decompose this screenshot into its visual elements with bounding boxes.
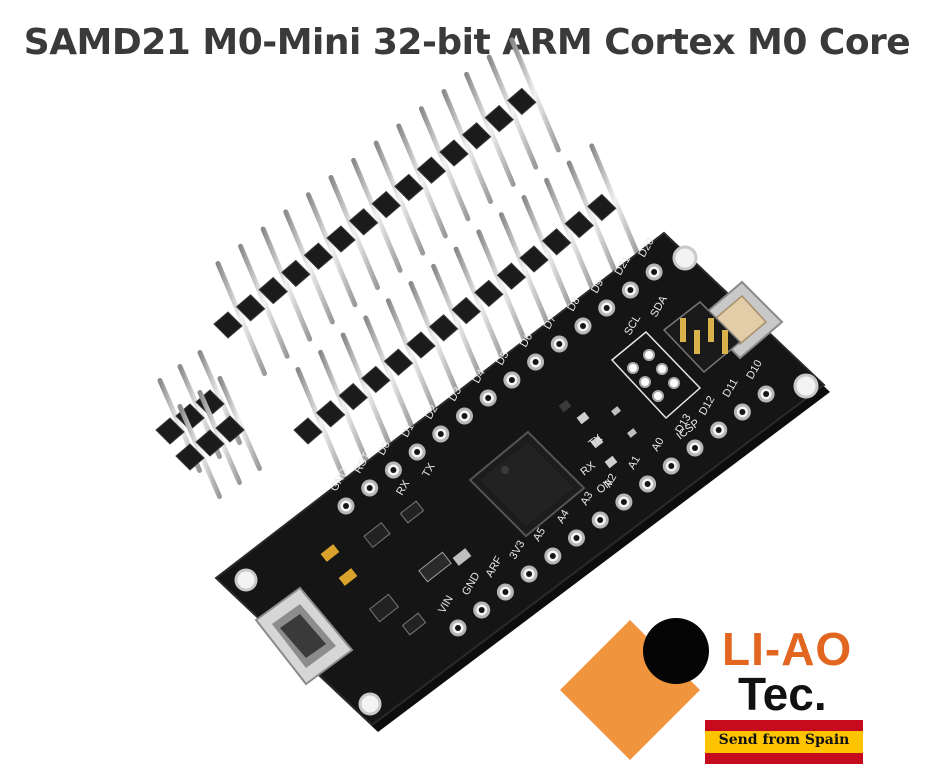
header-pin [519,195,573,310]
header-pin [281,209,335,325]
mounting-hole [234,568,258,592]
header-pin [213,261,267,376]
header-pin [348,157,403,273]
header-pin [484,54,539,170]
header-pin [461,71,516,187]
pin-header-long-bottom [293,143,641,482]
header-pin [428,263,483,379]
pin-label: A1 [626,454,643,472]
header-pin [564,160,619,276]
mounting-hole [793,373,819,399]
header-pin [195,390,242,485]
samd21-chip [468,430,586,538]
logo-text-tec: Tec. [738,668,827,720]
header-pin [315,349,370,465]
header-pin [293,367,347,482]
header-pin [541,177,596,293]
pin-label: A3 [578,490,595,508]
header-pin [383,298,438,414]
page-title: SAMD21 M0-Mini 32-bit ARM Cortex M0 Core [23,22,911,63]
smd-components [320,399,637,636]
header-pin [371,140,426,256]
li-ao-logo-mark [560,618,709,760]
pin-label: A5 [531,526,548,544]
header-pin [416,106,471,222]
header-pin [507,37,561,153]
pin-label: A2 [602,472,619,490]
icsp-header [662,301,742,374]
mounting-hole [358,692,382,716]
pin-label: A4 [555,508,572,526]
header-pin [235,243,290,359]
logo-text-li-ao: LI-AO [722,623,853,675]
header-pin [451,246,506,362]
header-pin [587,143,641,259]
header-pin [303,192,358,308]
header-pin [338,332,393,448]
header-pin [406,281,460,396]
header-pin [474,229,528,345]
header-pin [361,315,415,431]
pin-header-long-top [213,37,561,376]
send-from-spain-label: Send from Spain [718,732,850,748]
pin-label: A0 [650,436,667,454]
spain-flag-badge: Send from Spain [705,720,863,764]
header-pin [496,212,551,328]
header-pin [175,404,222,499]
header-pin [439,89,493,204]
header-pin [215,376,262,471]
header-pin [394,123,448,239]
header-pin [326,175,380,290]
mounting-hole [672,245,698,271]
pin-header-short [155,350,262,499]
micro-usb-port [254,586,354,686]
header-pin [258,226,313,342]
